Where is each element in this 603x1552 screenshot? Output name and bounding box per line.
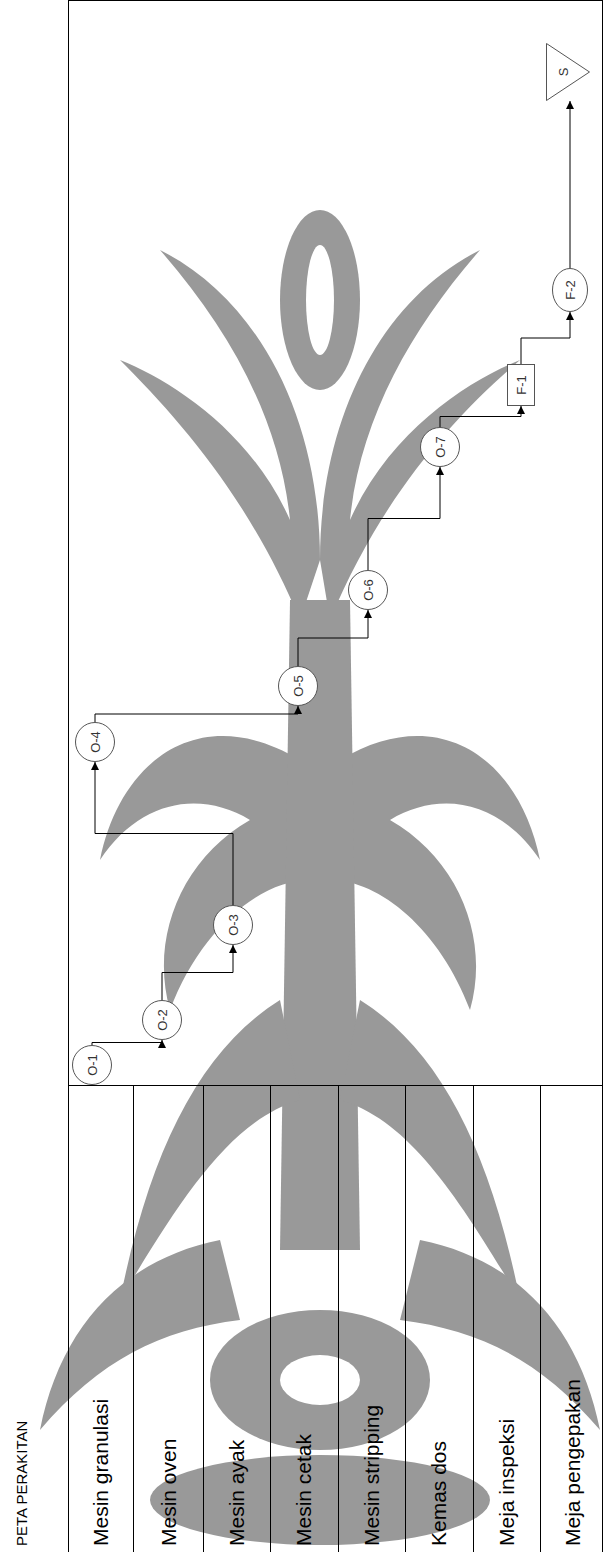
operation-circle: O-3 [213,905,253,945]
node-label: O-3 [226,914,241,936]
node-label: O-6 [361,579,376,601]
storage-triangle: S [546,43,590,101]
node-label: F-1 [514,375,529,395]
operation-circle: O-1 [72,1045,112,1085]
flow-arrow [570,101,571,268]
node-label: S [555,68,570,77]
flow-arrow [298,610,368,666]
delay-box: F-1 [507,364,535,406]
flow-arrow [440,406,521,427]
lane-label: Meja pengepakan [560,1379,585,1546]
flow-arrow [162,945,233,1000]
flow-arrow [95,706,298,722]
flow-arrow [368,467,440,570]
operation-circle: O-6 [348,570,388,610]
chart-title: PETA PERAKITAN [13,1421,31,1546]
lane-label: Mesin ayak [224,1440,249,1546]
flow-arrow [521,312,570,364]
operation-circle: O-5 [278,666,318,706]
node-label: O-2 [155,1009,170,1031]
node-label: O-4 [88,731,103,753]
flow-arrow [92,1040,162,1045]
flow-arrow [95,762,233,905]
lane-label: Kemas dos [426,1441,451,1546]
lane-label: Mesin oven [156,1439,181,1546]
lane-label: Mesin cetak [291,1434,316,1546]
operation-circle: F-2 [552,268,588,312]
lane-label: Mesin granulasi [88,1399,113,1546]
node-label: O-7 [433,436,448,458]
node-label: F-2 [563,280,578,300]
operation-circle: O-7 [420,427,460,467]
lane-label: Mesin stripping [359,1405,384,1546]
node-label: O-1 [85,1054,100,1076]
node-label: O-5 [291,675,306,697]
operation-circle: O-4 [75,722,115,762]
operation-circle: O-2 [142,1000,182,1040]
lane-label: Meja inspeksi [494,1419,519,1546]
